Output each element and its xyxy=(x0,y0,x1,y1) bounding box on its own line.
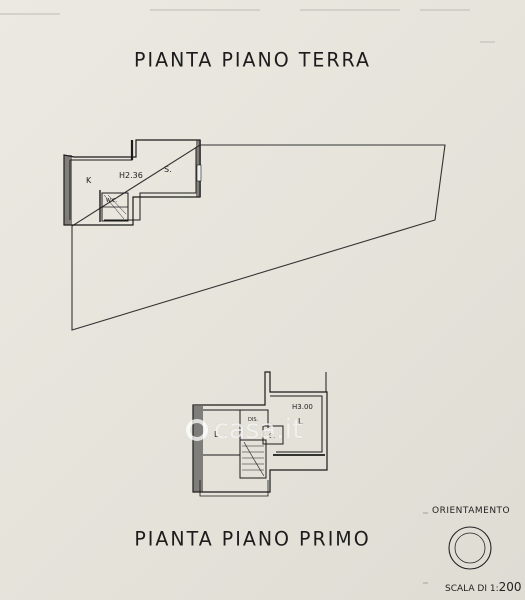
ground-height-label: H2.36 xyxy=(119,171,143,180)
room-right-label: L xyxy=(298,417,303,426)
corner-ticks xyxy=(423,512,428,584)
orientation-compass xyxy=(448,526,492,570)
room-left-label: L xyxy=(214,430,219,439)
scale-value: 200 xyxy=(498,580,522,594)
closet-label: DIS. xyxy=(248,417,258,423)
wc-label: W.C. xyxy=(106,198,117,204)
ground-floor-building xyxy=(63,139,202,226)
scale-label: SCALA DI 1:200 xyxy=(445,580,522,594)
kitchen-label: K xyxy=(86,176,92,185)
orientation-label: ORIENTAMENTO xyxy=(432,506,511,516)
living-label: S. xyxy=(164,165,172,174)
first-height-label: H3.00 xyxy=(292,403,313,411)
watermark-text: casa.it xyxy=(214,414,303,445)
scale-prefix: SCALA DI 1: xyxy=(445,584,499,594)
bath-label: B. xyxy=(269,433,275,440)
first-floor-building xyxy=(192,371,328,497)
watermark: casa.it xyxy=(186,414,303,445)
scan-marks xyxy=(0,9,495,43)
first-floor-title: PIANTA PIANO PRIMO xyxy=(134,527,371,551)
watermark-logo-icon xyxy=(186,418,208,441)
ground-floor-title: PIANTA PIANO TERRA xyxy=(134,48,371,72)
garden-outline xyxy=(71,144,446,331)
